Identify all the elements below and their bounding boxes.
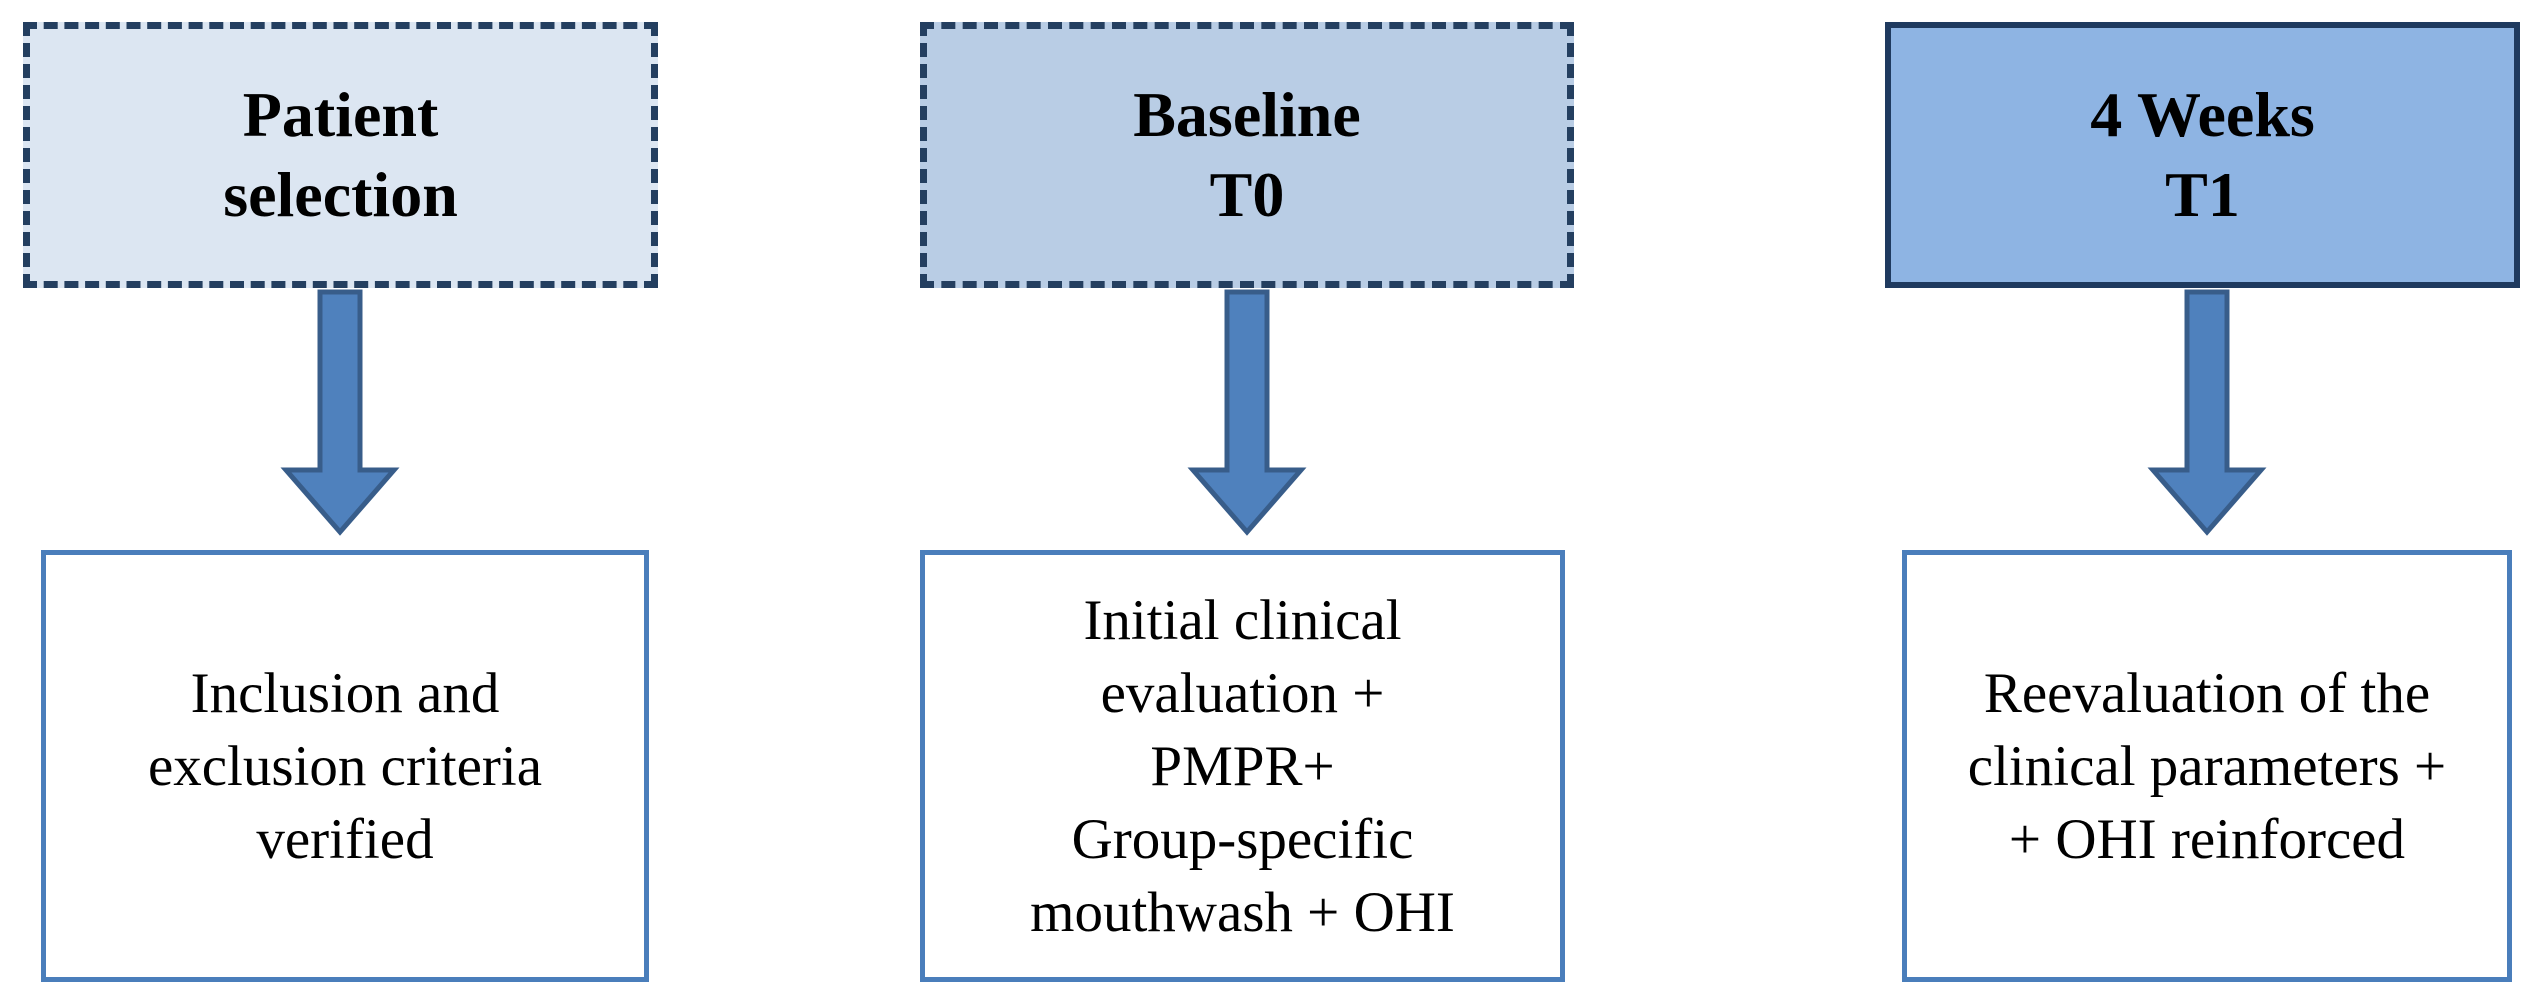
- detail-text-line: + OHI reinforced: [2008, 807, 2406, 871]
- detail-text-line: exclusion criteria: [147, 734, 543, 798]
- detail-text-line: clinical parameters +: [1967, 734, 2447, 798]
- stage-box-4-weeks: 4 Weeks T1: [1885, 22, 2520, 288]
- detail-text-line: Reevaluation of the: [1983, 661, 2431, 725]
- down-arrow-icon: [1187, 289, 1307, 536]
- down-arrow-icon: [280, 289, 400, 536]
- detail-box-initial-evaluation: Initial clinical evaluation + PMPR+ Grou…: [920, 550, 1565, 982]
- stage-title-line: Patient: [242, 79, 439, 150]
- detail-text-line: evaluation +: [1100, 661, 1385, 725]
- detail-text-line: PMPR+: [1150, 734, 1335, 798]
- detail-text-line: Initial clinical: [1083, 588, 1402, 652]
- detail-text-line: Inclusion and: [190, 661, 500, 725]
- detail-text-line: mouthwash + OHI: [1030, 880, 1455, 944]
- stage-title-line: 4 Weeks: [2090, 79, 2315, 150]
- stage-title-line: selection: [223, 159, 458, 230]
- down-arrow-icon: [2147, 289, 2267, 536]
- detail-text-line: verified: [256, 807, 434, 871]
- detail-box-inclusion-criteria: Inclusion and exclusion criteria verifie…: [41, 550, 649, 982]
- detail-text-line: Group-specific: [1071, 807, 1414, 871]
- stage-title-line: T0: [1209, 159, 1285, 230]
- stage-box-patient-selection: Patient selection: [23, 22, 658, 288]
- stage-title-line: Baseline: [1133, 79, 1361, 150]
- stage-box-baseline: Baseline T0: [920, 22, 1574, 288]
- detail-box-reevaluation: Reevaluation of the clinical parameters …: [1902, 550, 2512, 982]
- stage-title-line: T1: [2165, 159, 2240, 230]
